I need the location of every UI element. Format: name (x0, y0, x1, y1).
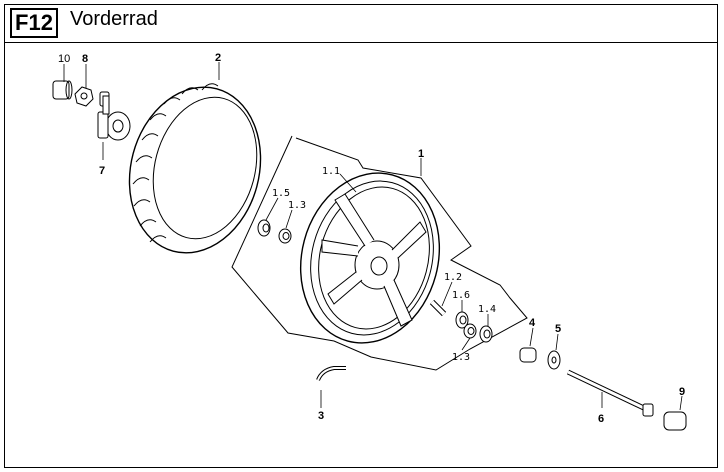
callout-1-3-left: 1.3 (288, 200, 306, 211)
assembly-outline (231, 135, 528, 371)
callout-1-1: 1.1 (322, 166, 340, 177)
part-4-collar (519, 347, 537, 363)
part-10-cap (52, 80, 73, 100)
tire (128, 83, 262, 254)
page-title: Vorderrad (70, 8, 158, 30)
rim (299, 172, 441, 344)
diagram-frame (4, 4, 718, 468)
callout-1: 1 (418, 148, 424, 160)
callout-8: 8 (82, 53, 88, 65)
callout-7: 7 (99, 165, 105, 177)
callout-4: 4 (529, 317, 536, 329)
callout-1-6: 1.6 (452, 290, 470, 301)
part-6-axle (566, 369, 654, 417)
part-1-3-bearing-right (463, 323, 477, 339)
callout-1-2: 1.2 (444, 272, 462, 283)
part-1-5-seal (257, 219, 271, 237)
callout-1-3-right: 1.3 (452, 352, 470, 363)
callout-9: 9 (679, 386, 685, 398)
section-code: F12 (10, 8, 58, 38)
part-1-3-bearing-left (278, 228, 292, 244)
part-8-nut (74, 86, 94, 107)
part-3-valve (316, 366, 346, 381)
part-5-washer (547, 350, 561, 370)
callout-1-4: 1.4 (478, 304, 496, 315)
callout-3: 3 (318, 410, 324, 422)
part-1-4-seal (479, 325, 493, 343)
leader-lines (63, 62, 683, 411)
callout-10: 10 (58, 53, 70, 65)
callout-1-5: 1.5 (272, 188, 290, 199)
callout-6: 6 (598, 413, 604, 425)
part-1-2-spacer (429, 299, 447, 317)
callout-5: 5 (555, 323, 561, 335)
part-7-speedo-drive (97, 95, 131, 141)
callout-2: 2 (215, 52, 221, 64)
header-divider (4, 42, 718, 43)
part-9-cap (663, 411, 687, 431)
